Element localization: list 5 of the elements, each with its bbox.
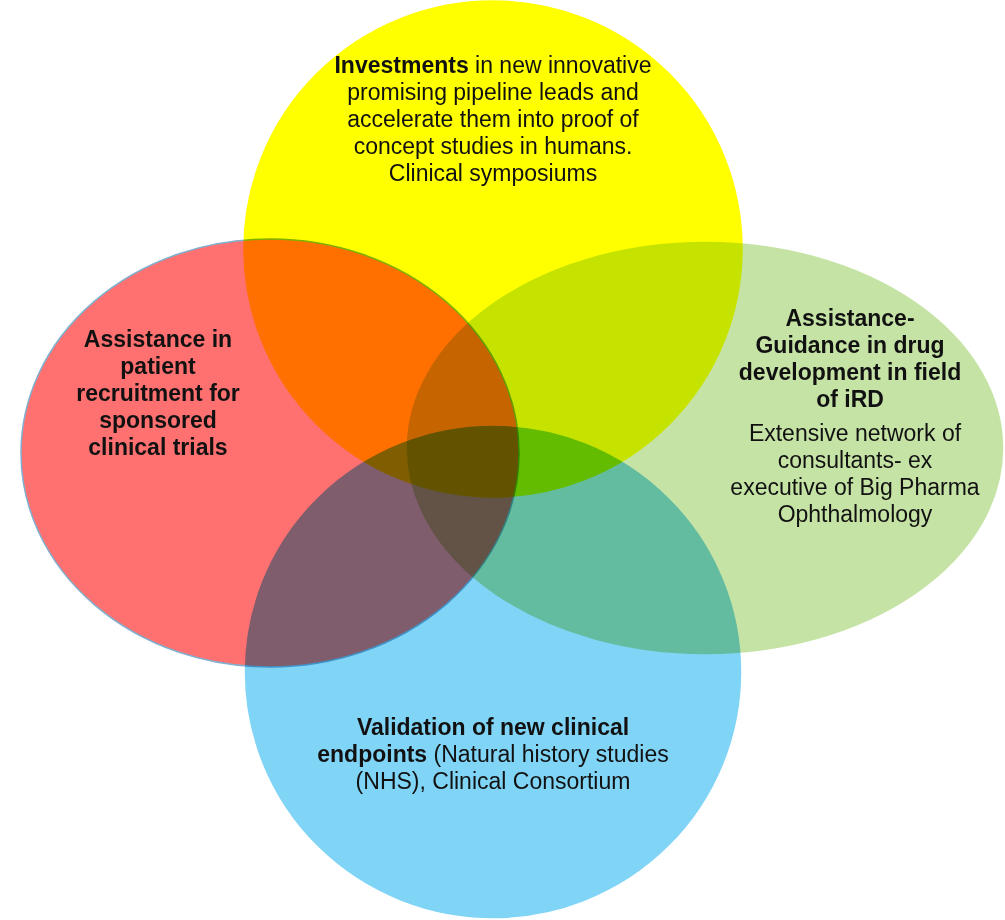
description-text: Investments in new innovative promising pipeline leads and accelerate them into proof of concept studies in humans. Clinical symposiums <box>333 52 653 187</box>
heading-text: Assistance- Guidance in drug development in field of iRD <box>737 305 963 413</box>
description-text: Validation of new clinical endpoints (Natural history studies (NHS), Clinical Consortium <box>316 714 670 795</box>
description-text: Extensive network of consultants- ex executive of Big Pharma Ophthalmology <box>730 420 980 528</box>
heading-text: Assistance in patient recruitment for sponsored clinical trials <box>75 326 241 461</box>
